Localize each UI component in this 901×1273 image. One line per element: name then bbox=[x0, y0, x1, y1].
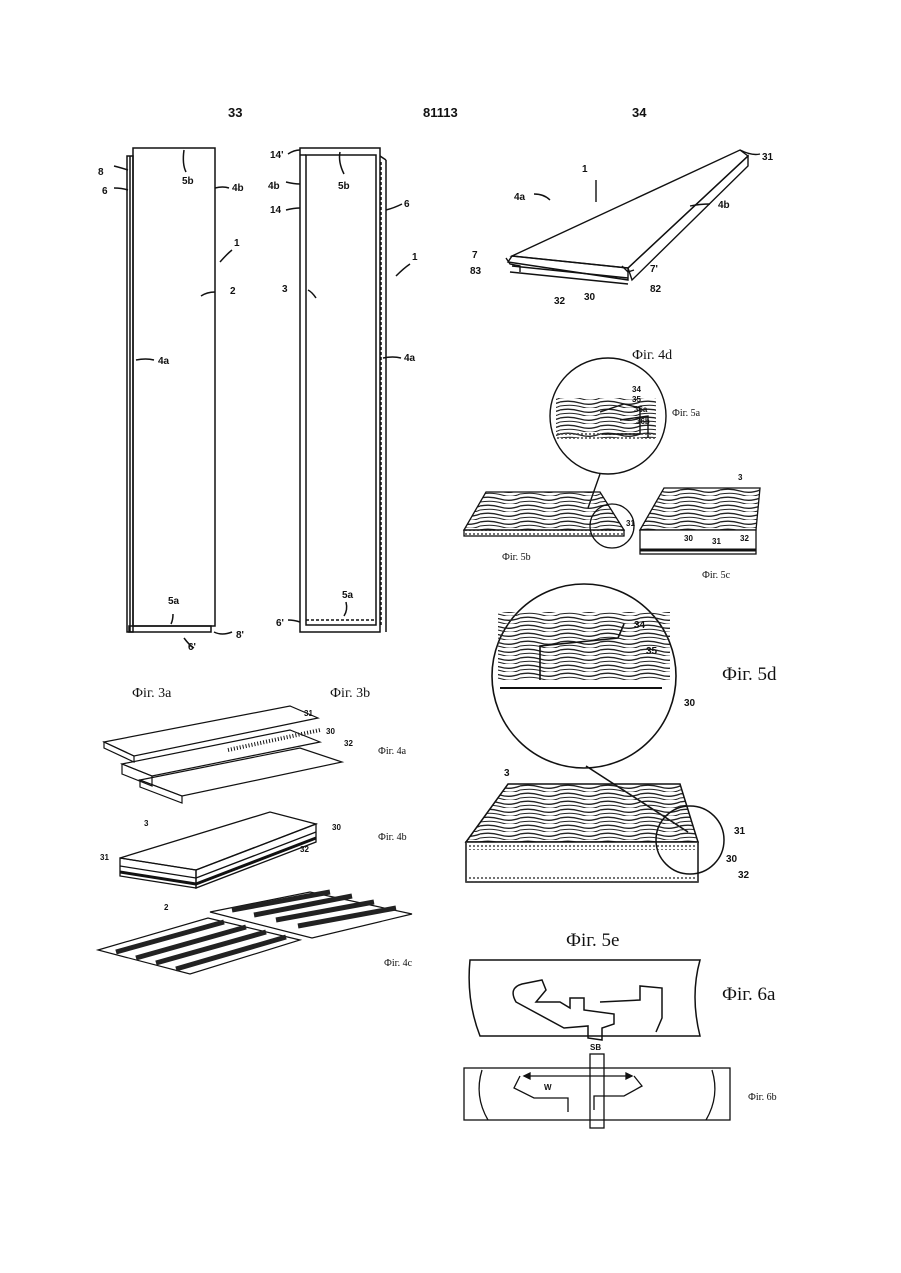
label-2: 2 bbox=[164, 903, 169, 912]
label-31: 31 bbox=[734, 826, 746, 837]
caption-fig-5c: Фіг. 5с bbox=[702, 570, 731, 581]
label-4b: 4b bbox=[232, 183, 244, 194]
label-30: 30 bbox=[726, 854, 738, 865]
label-34: 34 bbox=[634, 620, 646, 631]
figure-5e bbox=[466, 784, 724, 882]
figure-5a bbox=[550, 358, 666, 508]
panel-inner-face bbox=[306, 155, 376, 625]
label-6p: 6' bbox=[276, 618, 284, 629]
label-30: 30 bbox=[684, 534, 693, 543]
label-W: W bbox=[544, 1083, 552, 1092]
label-30: 30 bbox=[326, 727, 335, 736]
label-8: 8 bbox=[98, 167, 104, 178]
caption-fig-5a: Фіг. 5а bbox=[672, 408, 701, 419]
label-5a: 5а bbox=[342, 590, 354, 601]
label-1: 1 bbox=[412, 252, 418, 263]
label-32: 32 bbox=[300, 845, 309, 854]
label-3: 3 bbox=[738, 473, 743, 482]
label-32: 32 bbox=[344, 739, 353, 748]
label-30: 30 bbox=[684, 698, 696, 709]
figure-3a bbox=[114, 148, 232, 648]
label-4a: 4а bbox=[514, 192, 526, 203]
label-7p: 7' bbox=[650, 264, 658, 275]
label-14: 14 bbox=[270, 205, 282, 216]
label-34: 34 bbox=[632, 385, 641, 394]
panel-top-face bbox=[512, 150, 748, 268]
figure-4d bbox=[506, 150, 760, 284]
figure-4b bbox=[120, 812, 316, 888]
label-31: 31 bbox=[100, 853, 109, 862]
label-32: 32 bbox=[740, 534, 749, 543]
label-31: 31 bbox=[712, 537, 721, 546]
figure-3b bbox=[286, 148, 410, 632]
label-1: 1 bbox=[582, 164, 588, 175]
label-6: 6 bbox=[404, 199, 410, 210]
label-30: 30 bbox=[584, 292, 596, 303]
label-35: 35 bbox=[632, 395, 641, 404]
label-4a: 4а bbox=[404, 353, 416, 364]
label-36a: 36а bbox=[634, 405, 648, 414]
label-5b: 5b bbox=[182, 176, 194, 187]
label-5a: 5а bbox=[168, 596, 180, 607]
caption-fig-4a: Фіг. 4а bbox=[378, 746, 407, 757]
label-4b: 4b bbox=[718, 200, 730, 211]
label-8p: 8' bbox=[236, 630, 244, 641]
label-1: 1 bbox=[234, 238, 240, 249]
caption-fig-4b: Фіг. 4b bbox=[378, 832, 407, 843]
label-7: 7 bbox=[472, 250, 478, 261]
figure-5b bbox=[464, 492, 634, 548]
label-SB: SB bbox=[590, 1043, 601, 1052]
caption-fig-3a: Фіг. 3а bbox=[132, 686, 172, 701]
label-3: 3 bbox=[282, 284, 288, 295]
label-3: 3 bbox=[144, 819, 149, 828]
caption-fig-4c: Фіг. 4с bbox=[384, 958, 413, 969]
panel-outline bbox=[300, 148, 380, 632]
label-6p: 6' bbox=[188, 642, 196, 653]
label-82: 82 bbox=[650, 284, 662, 295]
label-31: 31 bbox=[304, 709, 313, 718]
label-83: 83 bbox=[470, 266, 482, 277]
label-30: 30 bbox=[332, 823, 341, 832]
label-31: 31 bbox=[762, 152, 774, 163]
figure-4a bbox=[104, 706, 342, 803]
figure-4c bbox=[98, 892, 412, 974]
caption-fig-4d: Фіг. 4d bbox=[632, 348, 672, 363]
label-36b: 36b bbox=[636, 417, 650, 426]
label-31: 31 bbox=[626, 519, 635, 528]
label-6: 6 bbox=[102, 186, 108, 197]
label-5b: 5b bbox=[338, 181, 350, 192]
label-4a: 4а bbox=[158, 356, 170, 367]
label-2: 2 bbox=[230, 286, 236, 297]
label-3: 3 bbox=[504, 768, 510, 779]
panel-top-face bbox=[133, 148, 215, 626]
panel-bottom-edge bbox=[129, 626, 211, 632]
caption-fig-6a: Фіг. 6а bbox=[722, 984, 776, 1005]
label-35: 35 bbox=[646, 646, 658, 657]
caption-fig-6b: Фіг. 6b bbox=[748, 1092, 777, 1103]
label-32: 32 bbox=[554, 296, 566, 307]
caption-fig-5b: Фіг. 5b bbox=[502, 552, 531, 563]
figure-6a bbox=[469, 960, 700, 1040]
caption-fig-5e: Фіг. 5е bbox=[566, 930, 619, 951]
label-32: 32 bbox=[738, 870, 750, 881]
figure-5c bbox=[640, 488, 760, 554]
caption-fig-5d: Фіг. 5d bbox=[722, 664, 777, 685]
label-4b: 4b bbox=[268, 181, 280, 192]
figure-6b bbox=[464, 1054, 730, 1128]
caption-fig-3b: Фіг. 3b bbox=[330, 686, 370, 701]
label-14p: 14' bbox=[270, 150, 284, 161]
